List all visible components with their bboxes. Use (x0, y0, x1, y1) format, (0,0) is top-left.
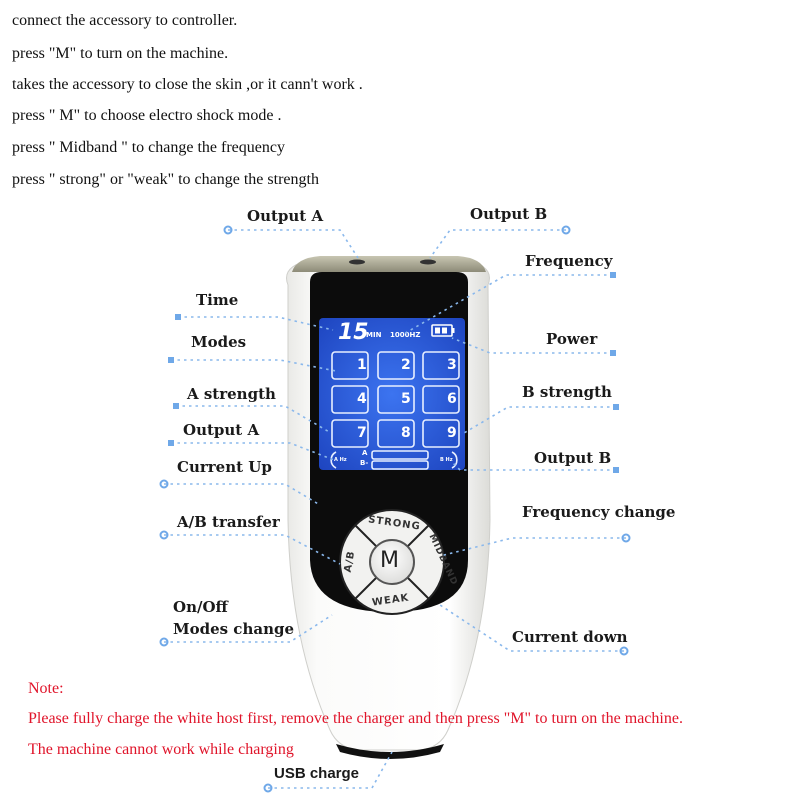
m-button[interactable]: M (380, 548, 399, 573)
lcd-time-unit: MIN (366, 331, 382, 339)
label-modes-change: Modes change (173, 620, 295, 638)
instruction-line: press " strong" or "weak" to change the … (12, 171, 319, 188)
mode-4: 4 (357, 391, 367, 407)
lcd-b-bar-label: B- (360, 459, 369, 467)
lcd-a-bar-label: A (362, 449, 368, 457)
label-output-a-side: Output A (183, 421, 260, 439)
label-frequency: Frequency (525, 252, 613, 270)
label-ab-transfer: A/B transfer (177, 513, 280, 531)
lcd-time-value: 15 (338, 320, 369, 345)
label-on-off: On/Off (173, 598, 228, 616)
mode-1: 1 (357, 357, 367, 373)
mode-3: 3 (447, 357, 457, 373)
label-output-b-side: Output B (534, 449, 612, 467)
mode-9: 9 (447, 425, 457, 441)
m-button-shape (369, 539, 415, 585)
instruction-line: press "M" to turn on the machine. (12, 45, 229, 62)
note-title: Note: (28, 680, 64, 697)
label-current-up: Current Up (177, 458, 272, 476)
label-a-strength: A strength (187, 385, 276, 403)
label-modes: Modes (191, 333, 247, 351)
instruction-line: press " M" to choose electro shock mode … (12, 107, 282, 124)
instruction-line: takes the accessory to close the skin ,o… (12, 76, 363, 93)
label-power: Power (546, 330, 598, 348)
lcd-frequency: 1000HZ (390, 331, 421, 339)
note-line-2: The machine cannot work while charging (28, 741, 294, 758)
instruction-line: connect the accessory to controller. (12, 12, 238, 29)
instruction-line: press " Midband " to change the frequenc… (12, 139, 285, 156)
label-time: Time (196, 291, 239, 309)
label-output-a-top: Output A (247, 207, 324, 225)
device-top-cap (292, 256, 486, 272)
mode-6: 6 (447, 391, 457, 407)
label-b-strength: B strength (522, 383, 612, 401)
mode-8: 8 (401, 425, 411, 441)
mode-7: 7 (357, 425, 367, 441)
lcd-screen (319, 318, 465, 470)
note-line-1: Please fully charge the white host first… (28, 710, 683, 727)
lcd-a-hz: A Hz (334, 457, 347, 463)
label-frequency-change: Frequency change (522, 503, 676, 521)
mode-2: 2 (401, 357, 411, 373)
label-usb-charge: USB charge (274, 765, 360, 782)
lcd-b-hz: B Hz (440, 457, 453, 463)
label-output-b-top: Output B (470, 205, 548, 223)
label-current-down: Current down (512, 628, 628, 646)
mode-5: 5 (401, 391, 411, 407)
